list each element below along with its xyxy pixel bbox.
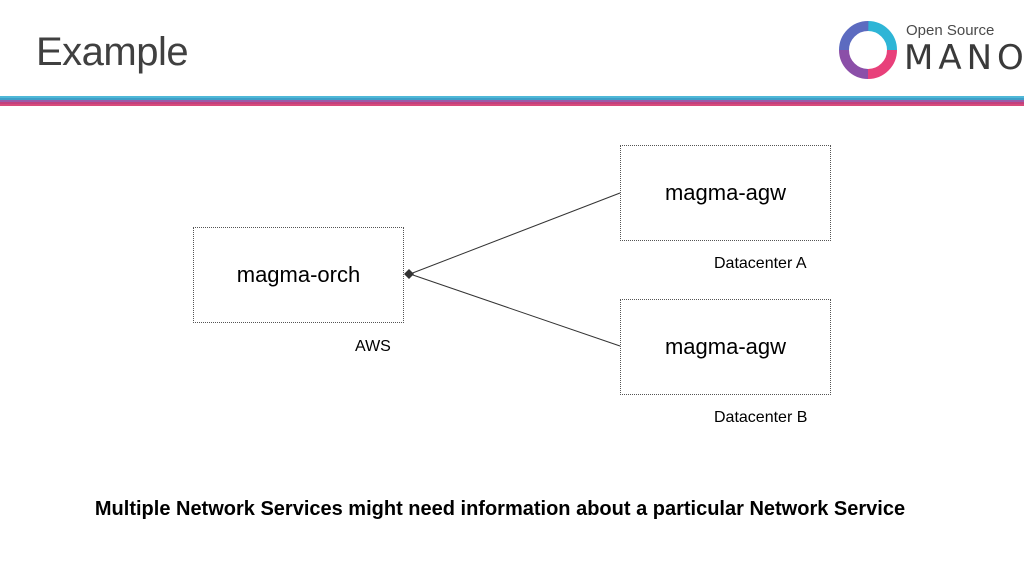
- logo-text-open-source: Open Source: [906, 22, 995, 39]
- location-label-aws: AWS: [355, 338, 391, 355]
- header-divider-stripes: [0, 96, 1024, 106]
- node-magma-agw-a[interactable]: magma-agw: [620, 145, 831, 241]
- divider-stripe: [0, 98, 1024, 100]
- divider-stripe: [0, 100, 1024, 102]
- logo-text-mano: MANO: [904, 38, 1024, 78]
- divider-stripe: [0, 104, 1024, 106]
- osm-logo-icon: [839, 21, 897, 79]
- node-label-magma-agw-b: magma-agw: [664, 334, 787, 359]
- node-magma-orch[interactable]: magma-orch: [193, 227, 404, 323]
- slide-title: Example: [36, 30, 189, 74]
- slide-caption: Multiple Network Services might need inf…: [94, 498, 906, 520]
- node-label-magma-orch: magma-orch: [236, 262, 361, 287]
- divider-stripe: [0, 96, 1024, 98]
- diamond-connector-icon: [404, 269, 414, 279]
- connector-agw-b-to-orch: [409, 273, 621, 347]
- location-label-datacenter-b: Datacenter B: [714, 409, 808, 426]
- osm-logo: Open Source MANO: [838, 18, 1024, 82]
- node-magma-agw-b[interactable]: magma-agw: [620, 299, 831, 395]
- connector-agw-a-to-orch: [409, 192, 621, 275]
- location-label-datacenter-a: Datacenter A: [714, 255, 807, 272]
- divider-stripe: [0, 102, 1024, 104]
- node-label-magma-agw-a: magma-agw: [664, 180, 787, 205]
